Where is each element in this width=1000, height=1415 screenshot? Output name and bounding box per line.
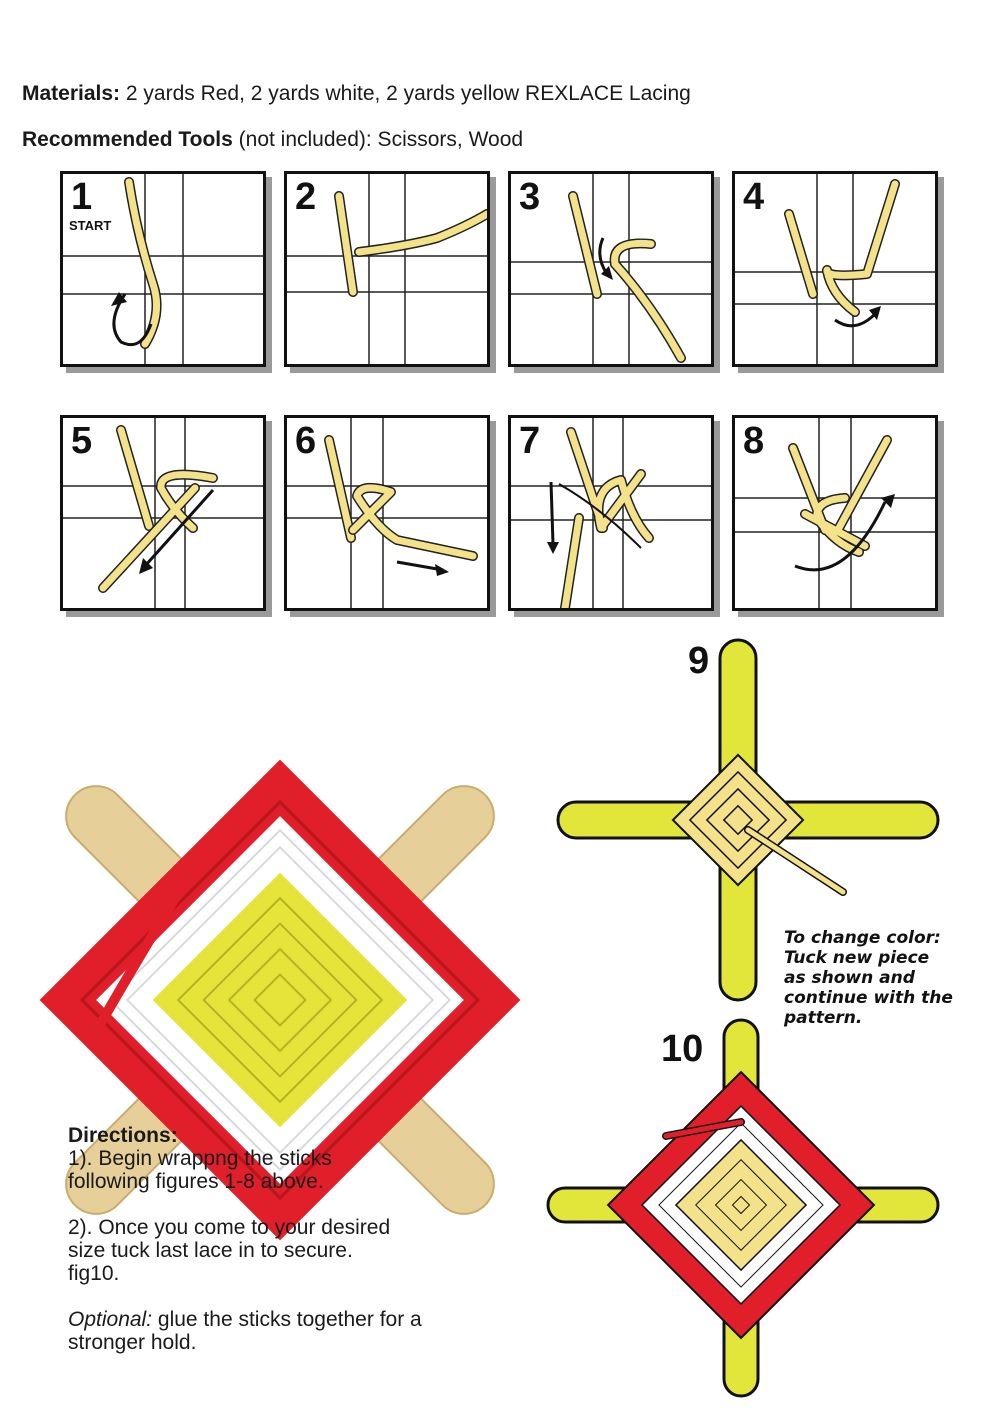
step-7-diagram: 7 xyxy=(508,415,714,611)
materials-label: Materials: xyxy=(22,82,121,105)
step-2-diagram: 2 xyxy=(284,171,490,367)
direction-2-line-2: size tuck last lace in to secure. xyxy=(68,1239,353,1262)
direction-2-line-3: fig10. xyxy=(68,1262,120,1285)
direction-2-line-1: 2). Once you come to your desired xyxy=(68,1216,391,1239)
change-color-note: To change color: Tuck new piece as shown… xyxy=(784,928,984,1028)
step-1-number: 1 xyxy=(71,176,93,218)
step-2-illustration xyxy=(287,174,487,364)
figure-10-number: 10 xyxy=(661,1028,704,1070)
optional-text: glue the sticks together for a xyxy=(152,1308,422,1331)
change-color-line-3: as shown and xyxy=(784,968,915,988)
tools-label: Recommended Tools xyxy=(22,128,233,151)
step-3-illustration xyxy=(511,174,711,364)
tools-line: Recommended Tools (not included): Scisso… xyxy=(22,128,523,152)
step-5-illustration xyxy=(63,418,263,608)
step-6-number: 6 xyxy=(295,420,317,462)
step-1-illustration xyxy=(63,174,263,364)
directions-block: Directions: 1). Begin wrappng the sticks… xyxy=(68,1124,488,1354)
change-color-line-2: Tuck new piece xyxy=(784,948,930,968)
step-2-number: 2 xyxy=(295,176,317,218)
step-7-number: 7 xyxy=(519,420,541,462)
finished-product-photo xyxy=(39,759,521,1241)
change-color-line-1: To change color: xyxy=(784,928,941,948)
step-5-diagram: 5 xyxy=(60,415,266,611)
step-5-number: 5 xyxy=(71,420,93,462)
step-8-illustration xyxy=(735,418,935,608)
materials-text: 2 yards Red, 2 yards white, 2 yards yell… xyxy=(120,82,691,105)
step-1-start-label: START xyxy=(69,218,112,233)
optional-label: Optional: xyxy=(68,1308,153,1331)
figure-9-illustration xyxy=(556,638,940,1002)
change-color-line-5: pattern. xyxy=(784,1008,863,1028)
change-color-line-4: continue with the xyxy=(784,988,953,1008)
step-6-diagram: 6 xyxy=(284,415,490,611)
step-6-illustration xyxy=(287,418,487,608)
direction-1-line-1: 1). Begin wrappng the sticks xyxy=(68,1147,332,1170)
direction-1-line-2: following figures 1-8 above. xyxy=(68,1170,324,1193)
step-3-number: 3 xyxy=(519,176,541,218)
step-8-diagram: 8 xyxy=(732,415,938,611)
figure-9-number: 9 xyxy=(688,640,710,682)
step-4-number: 4 xyxy=(743,176,765,218)
step-4-diagram: 4 xyxy=(732,171,938,367)
figure-10-illustration xyxy=(546,1018,940,1398)
materials-line: Materials: 2 yards Red, 2 yards white, 2… xyxy=(22,82,691,106)
optional-line-2: stronger hold. xyxy=(68,1331,197,1354)
step-3-diagram: 3 xyxy=(508,171,714,367)
step-8-number: 8 xyxy=(743,420,765,462)
tools-text: (not included): Scissors, Wood xyxy=(232,128,524,151)
step-7-illustration xyxy=(511,418,711,608)
optional-line-1: Optional: glue the sticks together for a xyxy=(68,1308,488,1331)
directions-title: Directions: xyxy=(68,1124,178,1147)
step-1-diagram: 1 START xyxy=(60,171,266,367)
step-4-illustration xyxy=(735,174,935,364)
